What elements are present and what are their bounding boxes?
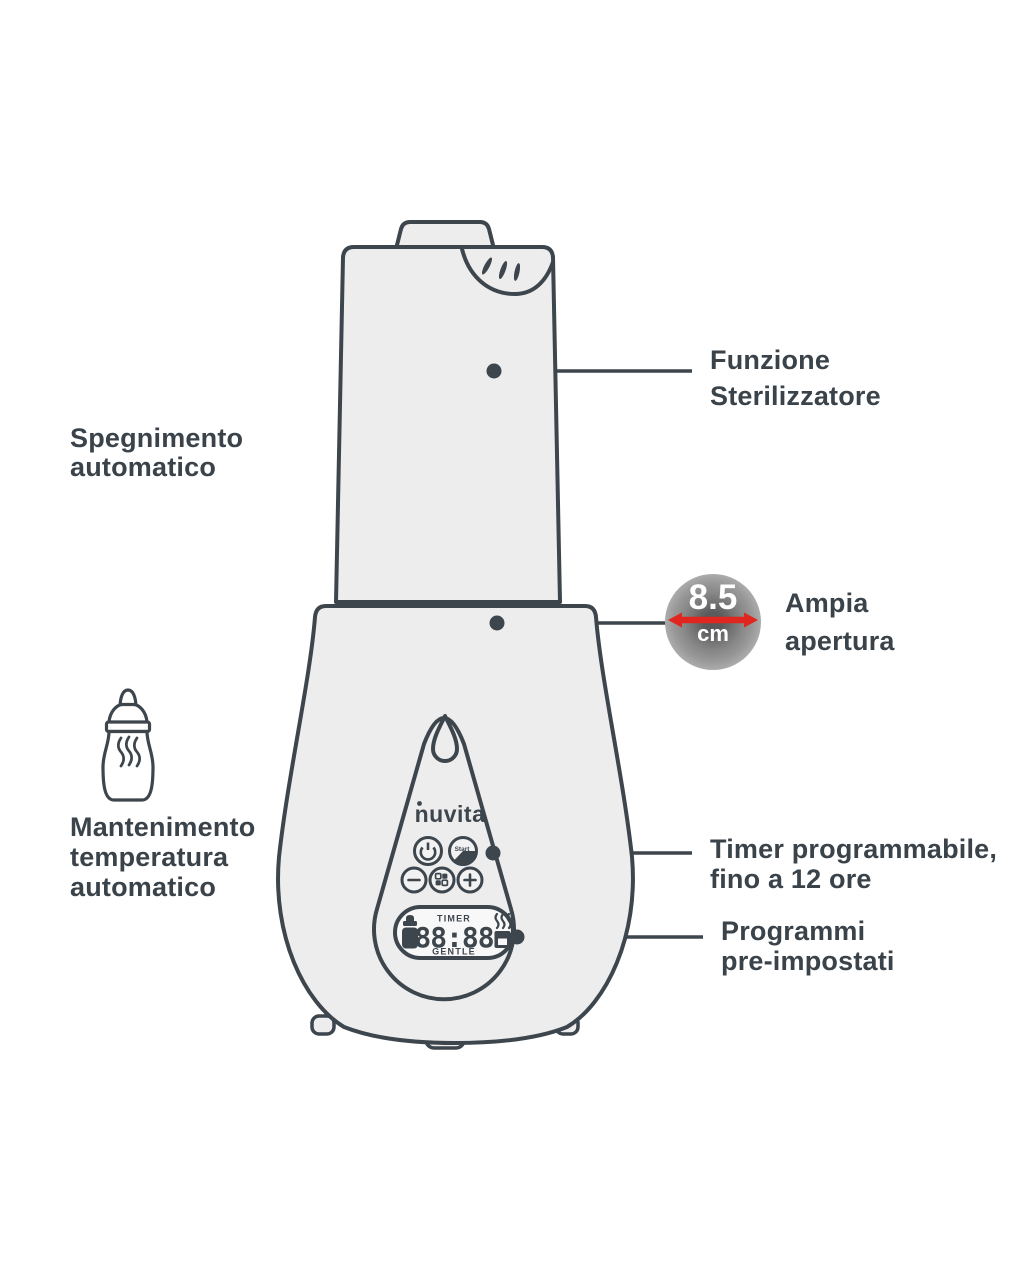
feeding-bottle-icon <box>101 688 155 802</box>
badge-value: 8.5 <box>688 578 738 617</box>
label-keep-warm-line3: automatico <box>70 872 217 902</box>
label-opening: Ampia apertura <box>785 584 895 660</box>
plus-button <box>456 866 484 894</box>
label-auto-off-line1: Spegnimento <box>70 423 244 453</box>
vent-slash <box>513 263 521 281</box>
brand-logo: nuvita <box>415 801 486 827</box>
display: TIMER 88:88 GENTLE <box>393 905 515 960</box>
warm-waves <box>116 735 142 768</box>
label-keep-warm-line2: temperatura <box>70 842 229 872</box>
vent-slash <box>498 261 508 279</box>
label-timer-line2: fino a 12 ore <box>710 864 872 894</box>
bottle-icon <box>402 915 418 949</box>
label-auto-off: Spegnimento automatico <box>70 424 243 482</box>
vent-icon <box>460 247 555 296</box>
left-foot <box>310 1014 336 1036</box>
start-button-label: Start <box>455 846 471 853</box>
label-opening-line2: apertura <box>785 626 895 656</box>
start-button: Start <box>448 836 478 867</box>
display-mode-label: GENTLE <box>432 947 476 957</box>
program-button <box>428 866 456 894</box>
display-time-value: 88:88 <box>414 921 493 954</box>
brand-logo-text: nuvita <box>415 801 486 827</box>
bottle-shoulder <box>107 702 149 724</box>
program-icon <box>434 872 449 887</box>
plus-icon <box>463 873 477 887</box>
label-timer: Timer programmabile, fino a 12 ore <box>710 834 997 894</box>
panel-buttons: Start <box>400 836 484 894</box>
diameter-arrow-icon <box>668 612 758 628</box>
badge-unit: cm <box>697 621 729 646</box>
power-button <box>413 836 443 866</box>
callout-dot-timer <box>485 845 501 861</box>
label-timer-line1: Timer programmabile, <box>710 834 998 864</box>
callout-dot-opening <box>489 615 505 631</box>
label-programs: Programmi pre-impostati <box>721 916 895 976</box>
label-auto-off-line2: automatico <box>70 452 217 482</box>
vent-slashes <box>481 257 521 281</box>
label-sterilizer-line2: Sterilizzatore <box>710 381 881 411</box>
callout-dot-sterilizer <box>486 363 502 379</box>
label-opening-line1: Ampia <box>785 588 869 618</box>
label-sterilizer-line1: Funzione <box>710 345 831 375</box>
minus-button <box>400 866 428 894</box>
label-programs-line1: Programmi <box>721 916 866 946</box>
lid <box>334 245 562 604</box>
display-timer-label: TIMER <box>437 914 471 924</box>
opening-badge: 8.5 cm <box>665 574 761 670</box>
power-icon <box>419 846 437 861</box>
label-programs-line2: pre-impostati <box>721 946 895 976</box>
label-keep-warm-line1: Mantenimento <box>70 812 256 842</box>
callout-dot-programs <box>509 929 525 945</box>
logo-dot <box>417 801 422 806</box>
label-keep-warm: Mantenimento temperatura automatico <box>70 812 255 902</box>
vent-slash <box>481 257 493 275</box>
steam-icon <box>494 912 512 948</box>
drop-indicator-light <box>431 714 459 763</box>
label-sterilizer: Funzione Sterilizzatore <box>710 342 881 414</box>
callout-dots <box>485 363 525 945</box>
start-wedge <box>453 851 477 867</box>
